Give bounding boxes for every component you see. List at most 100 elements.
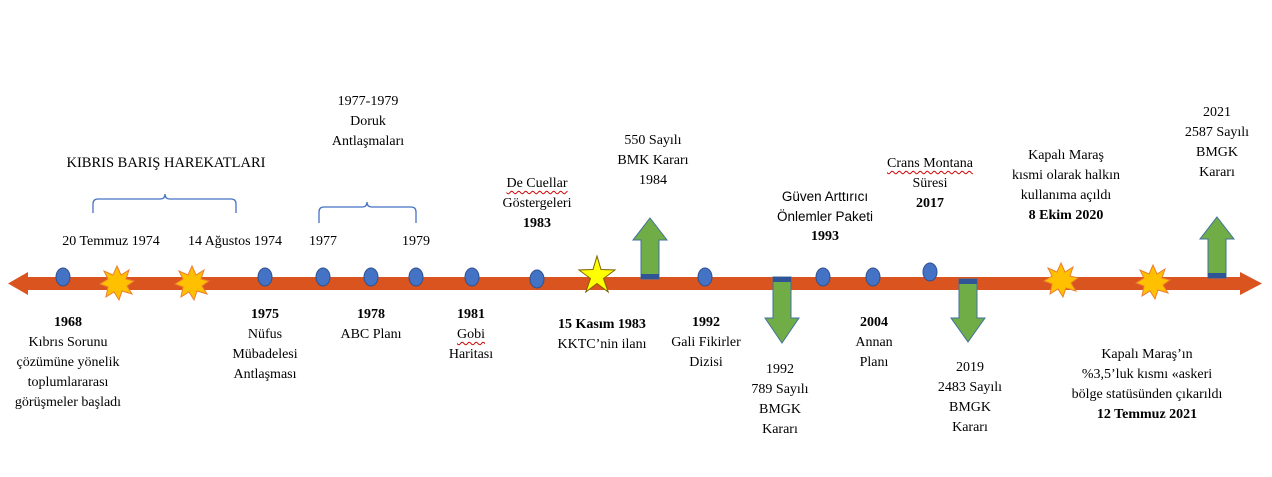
label-crans-montana: Crans Montana Süresi 2017 — [868, 154, 992, 214]
crans-name: Crans Montana — [887, 156, 973, 171]
bmgk1992-line2: BMGK — [758, 402, 801, 417]
y1968-line3: toplumlararası — [27, 375, 109, 390]
guven-year: 1993 — [811, 229, 839, 244]
doruk-brace — [318, 201, 417, 223]
label-1977: 1977 — [309, 234, 337, 249]
guven-line2: Önlemler Paketi — [776, 209, 874, 224]
gali-line1: Gali Fikirler — [671, 335, 741, 350]
maras2020-line2: kısmi olarak halkın — [1011, 168, 1121, 183]
burst-12-temmuz-2021 — [1134, 263, 1172, 301]
arrow-down-2019 — [950, 278, 986, 343]
event-dot-1968 — [55, 267, 71, 287]
explosion-icon — [173, 264, 211, 302]
de-cuellar-name: De Cuellar — [506, 176, 568, 191]
event-dot-1975 — [257, 267, 273, 287]
label-annan: 2004 Annan Planı — [834, 313, 914, 373]
label-1979: 1979 — [402, 234, 430, 249]
event-dot-1983 — [529, 269, 545, 289]
maras2020-line1: Kapalı Maraş — [1028, 148, 1104, 163]
event-dots — [55, 262, 938, 289]
kktc-line1: KKTC’nin ilanı — [557, 337, 647, 352]
explosion-icon — [1134, 263, 1172, 301]
y1981-year: 1981 — [457, 307, 485, 322]
harekatlar-brace — [92, 193, 237, 213]
kktc-star-icon — [577, 254, 617, 294]
crans-line2: Süresi — [912, 176, 948, 191]
label-maras-2020: Kapalı Maraş kısmi olarak halkın kullanı… — [996, 146, 1136, 226]
label-14-agustos-1974: 14 Ağustos 1974 — [187, 234, 283, 249]
bmgk2019-year: 2019 — [956, 360, 984, 375]
label-bmgk-2019: 2019 2483 Sayılı BMGK Kararı — [922, 358, 1018, 438]
y1978-year: 1978 — [357, 307, 385, 322]
bmgk1992-year: 1992 — [766, 362, 794, 377]
bmgk2019-line1: 2483 Sayılı — [937, 380, 1003, 395]
bmgk2019-line3: Kararı — [952, 420, 988, 435]
arrow-base — [641, 274, 659, 279]
down-arrow-icon — [950, 278, 986, 343]
annan-line2: Planı — [859, 355, 889, 370]
bmk-line1: 550 Sayılı — [624, 133, 682, 148]
axis-left-arrowhead — [8, 272, 28, 295]
label-guven: Güven Arttırıcı Önlemler Paketi 1993 — [760, 187, 890, 247]
y1981-line1: Gobi — [433, 325, 509, 345]
label-bmgk-1992: 1992 789 Sayılı BMGK Kararı — [732, 360, 828, 440]
maras2020-line3: kullanıma açıldı — [1020, 188, 1112, 203]
y1968-line1: Kıbrıs Sorunu — [28, 335, 108, 350]
burst-20-temmuz-1974 — [98, 264, 136, 302]
annan-line1: Annan — [855, 335, 893, 350]
label-kktc: 15 Kasım 1983 KKTC’nin ilanı — [540, 315, 664, 355]
gali-year: 1992 — [692, 315, 720, 330]
event-dot-1978 — [363, 267, 379, 287]
doruk-years: 1977-1979 — [337, 94, 399, 109]
bmgk1992-line1: 789 Sayılı — [751, 382, 809, 397]
y1981-line2: Haritası — [448, 347, 494, 362]
burst-14-agustos-1974 — [173, 264, 211, 302]
crans-year: 2017 — [916, 196, 944, 211]
arrow-up-2021 — [1198, 216, 1236, 279]
up-arrow-icon — [1198, 216, 1236, 279]
y1975-year: 1975 — [251, 307, 279, 322]
maras2021-line2: %3,5’luk kısmı «askeri — [1081, 367, 1213, 382]
doruk-line1: Doruk — [350, 114, 386, 129]
label-1978: 1978 ABC Planı — [326, 305, 416, 345]
label-bmgk-2021: 2021 2587 Sayılı BMGK Kararı — [1172, 103, 1262, 183]
doruk-line2: Antlaşmaları — [331, 134, 405, 149]
y1968-year: 1968 — [54, 315, 82, 330]
explosion-icon — [98, 264, 136, 302]
bmgk2019-line2: BMGK — [948, 400, 991, 415]
arrow-base — [1208, 273, 1226, 278]
event-dot-1977 — [315, 267, 331, 287]
label-1968: 1968 Kıbrıs Sorunu çözümüne yönelik topl… — [0, 313, 136, 413]
y1978-line1: ABC Planı — [340, 327, 402, 342]
arrow-base — [773, 277, 791, 282]
arrow-up-1984 — [631, 217, 669, 280]
event-dot-1979 — [408, 267, 424, 287]
event-dot-2017 — [922, 262, 938, 282]
y1975-line2: Mübadelesi — [232, 347, 298, 362]
maras2021-date: 12 Temmuz 2021 — [1096, 407, 1198, 422]
label-maras-2021: Kapalı Maraş’ın %3,5’luk kısmı «askeri b… — [1052, 345, 1242, 425]
bmgk2021-year: 2021 — [1203, 105, 1231, 120]
burst-8-ekim-2020 — [1042, 261, 1080, 299]
event-dot-1992 — [697, 267, 713, 287]
bmgk2021-line3: Kararı — [1199, 165, 1235, 180]
maras2021-line1: Kapalı Maraş’ın — [1101, 347, 1193, 362]
label-gali: 1992 Gali Fikirler Dizisi — [660, 313, 752, 373]
bmgk2021-line2: BMGK — [1195, 145, 1238, 160]
label-de-cuellar: De Cuellar Göstergeleri 1983 — [482, 174, 592, 234]
y1968-line2: çözümüne yönelik — [16, 355, 120, 370]
de-cuellar-year: 1983 — [523, 216, 551, 231]
guven-line1: Güven Arttırıcı — [781, 189, 869, 204]
maras2021-line3: bölge statüsünden çıkarıldı — [1071, 387, 1223, 402]
bmk-year: 1984 — [639, 173, 667, 188]
de-cuellar-line1: De Cuellar — [482, 174, 592, 194]
label-1981: 1981 Gobi Haritası — [433, 305, 509, 365]
label-1975: 1975 Nüfus Mübadelesi Antlaşması — [215, 305, 315, 385]
arrow-down-1992 — [764, 276, 800, 344]
label-doruk: 1977-1979 Doruk Antlaşmaları — [318, 92, 418, 152]
bmk-line2: BMK Kararı — [617, 153, 689, 168]
de-cuellar-line2: Göstergeleri — [502, 196, 572, 211]
label-20-temmuz-1974: 20 Temmuz 1974 — [62, 234, 160, 249]
